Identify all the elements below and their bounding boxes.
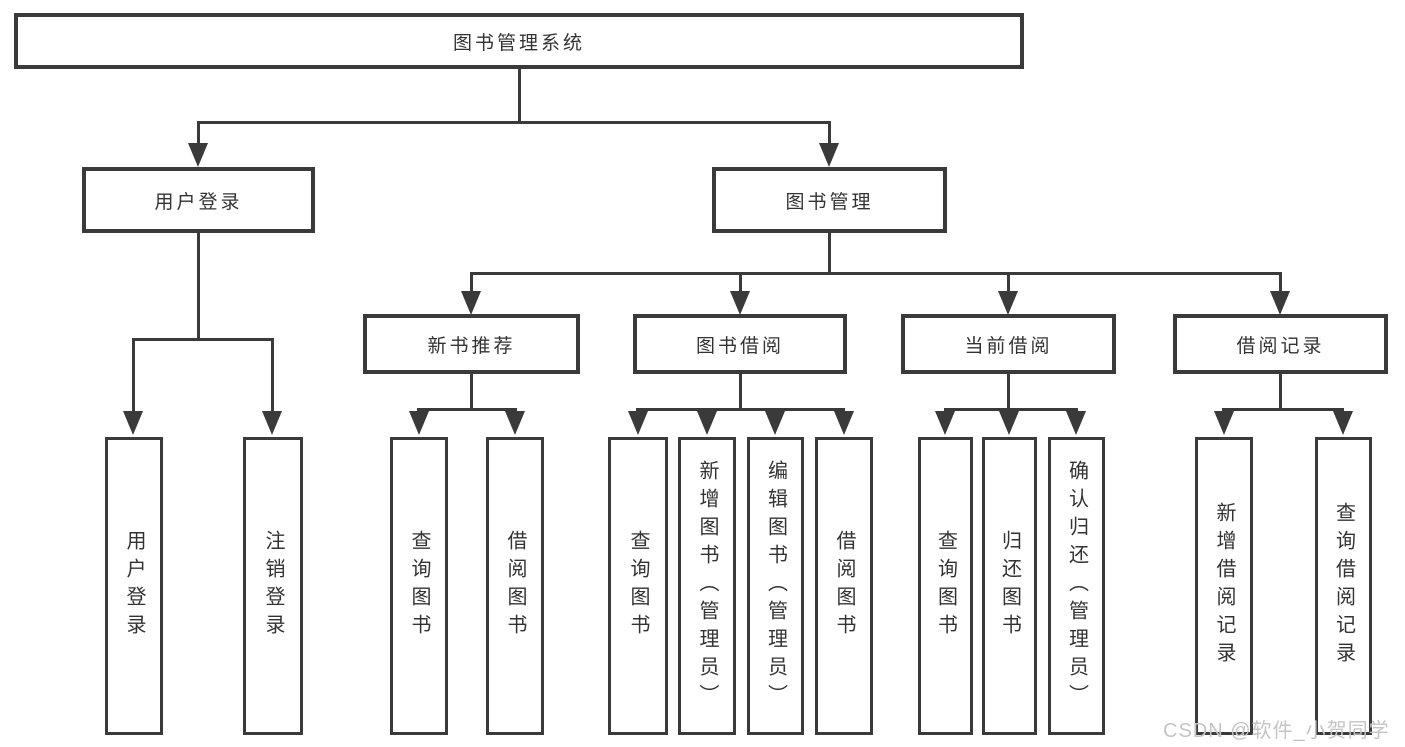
connector-line <box>417 408 517 411</box>
leaf-query-borrow-record: 查询借阅记录 <box>1315 437 1372 735</box>
node-new-book-recommend: 新书推荐 <box>363 314 580 374</box>
arrow-down-icon <box>730 291 750 315</box>
connector-line <box>1007 275 1010 291</box>
node-book-borrowing: 图书借阅 <box>633 314 847 374</box>
connector-line <box>132 338 274 341</box>
connector-line <box>197 121 831 124</box>
arrow-down-icon <box>819 143 839 167</box>
arrow-down-icon <box>461 291 481 315</box>
leaf-logout: 注销登录 <box>243 437 303 735</box>
leaf-user-login: 用户登录 <box>105 437 163 735</box>
leaf-borrow-books-2: 借阅图书 <box>815 437 873 735</box>
connector-line <box>1279 275 1282 291</box>
node-borrow-records: 借阅记录 <box>1173 314 1388 374</box>
arrow-down-icon <box>1270 291 1290 315</box>
arrow-down-icon <box>188 143 208 167</box>
leaf-query-books-borrow: 查询图书 <box>608 437 668 735</box>
leaf-return-book: 归还图书 <box>982 437 1037 735</box>
arrow-down-icon <box>765 411 785 435</box>
connector-line <box>132 341 135 411</box>
connector-line <box>470 272 1282 275</box>
arrow-down-icon <box>1066 411 1086 435</box>
arrow-down-icon <box>834 411 854 435</box>
connector-line <box>739 275 742 291</box>
connector-line <box>470 275 473 291</box>
connector-line <box>828 233 831 272</box>
node-root: 图书管理系统 <box>14 13 1024 69</box>
connector-line <box>197 233 200 338</box>
arrow-down-icon <box>1214 411 1234 435</box>
watermark: CSDN @软件_小贺同学 <box>1163 720 1390 742</box>
arrow-down-icon <box>123 411 143 435</box>
leaf-confirm-return-admin: 确认归还（管理员） <box>1048 437 1105 735</box>
leaf-add-book-admin: 新增图书（管理员） <box>678 437 736 735</box>
node-user-login: 用户登录 <box>82 167 315 233</box>
arrow-down-icon <box>409 411 429 435</box>
connector-line <box>470 374 473 408</box>
arrow-down-icon <box>998 291 1018 315</box>
arrow-down-icon <box>1333 411 1353 435</box>
leaf-edit-book-admin: 编辑图书（管理员） <box>747 437 804 735</box>
connector-line <box>828 124 831 145</box>
connector-line <box>944 408 1078 411</box>
arrow-down-icon <box>999 411 1019 435</box>
connector-line <box>1222 408 1344 411</box>
connector-line <box>636 408 845 411</box>
leaf-borrow-books-recommend: 借阅图书 <box>486 437 544 735</box>
arrow-down-icon <box>505 411 525 435</box>
arrow-down-icon <box>628 411 648 435</box>
node-book-management: 图书管理 <box>712 167 947 233</box>
connector-line <box>1007 374 1010 408</box>
node-current-borrowing: 当前借阅 <box>901 314 1116 374</box>
connector-line <box>518 69 521 121</box>
leaf-query-books-recommend: 查询图书 <box>390 437 448 735</box>
connector-line <box>197 124 200 145</box>
leaf-query-books-current: 查询图书 <box>918 437 973 735</box>
arrow-down-icon <box>262 411 282 435</box>
connector-line <box>739 374 742 408</box>
connector-line <box>271 341 274 411</box>
arrow-down-icon <box>935 411 955 435</box>
leaf-add-borrow-record: 新增借阅记录 <box>1195 437 1253 735</box>
connector-line <box>1279 374 1282 408</box>
arrow-down-icon <box>697 411 717 435</box>
